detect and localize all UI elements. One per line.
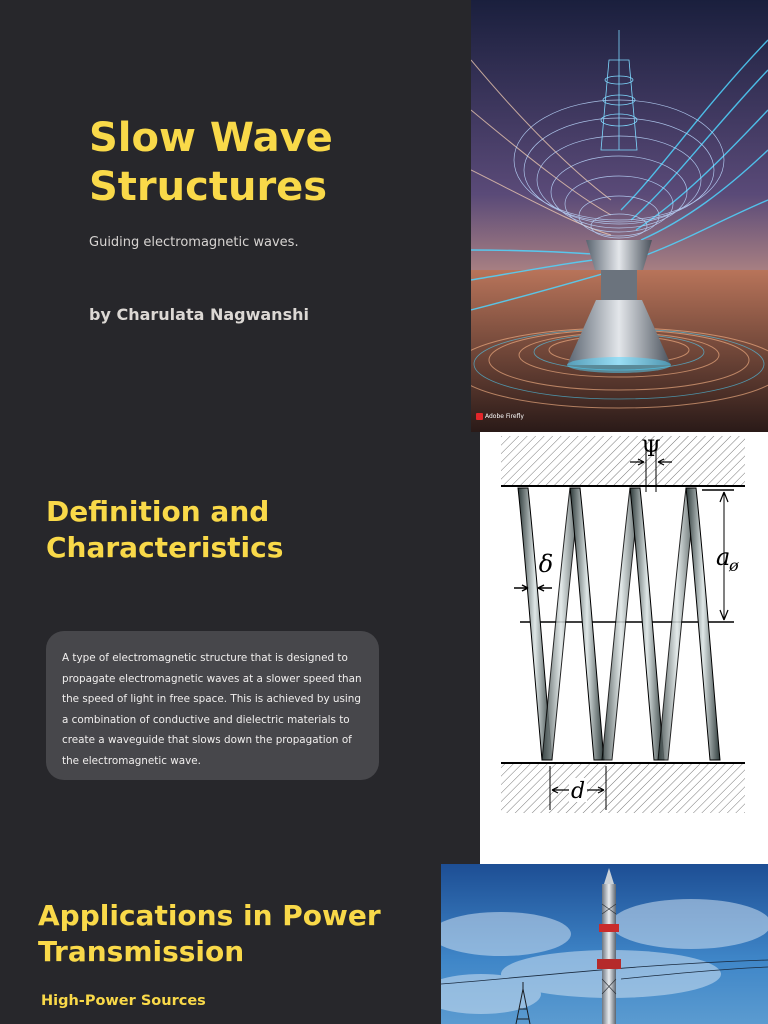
adobe-logo-icon: [476, 413, 483, 420]
definition-slide: Definition and Characteristics A type of…: [0, 432, 768, 864]
helix-wire: [517, 487, 721, 761]
image-credit-badge: Adobe Firefly: [476, 413, 524, 420]
d-label: d: [571, 779, 585, 804]
high-power-sources-subheading: High-Power Sources: [41, 993, 206, 1009]
bottom-plate: [501, 763, 745, 813]
definition-text: A type of electromagnetic structure that…: [62, 652, 362, 767]
presentation-title: Slow Wave Structures: [89, 115, 333, 210]
image-credit-text: Adobe Firefly: [485, 413, 524, 420]
definition-card: A type of electromagnetic structure that…: [46, 631, 379, 780]
title-slide: Slow Wave Structures Guiding electromagn…: [0, 0, 768, 432]
transmission-tower-photo: [441, 864, 768, 1024]
helix-diagram: Ψ δ a ø d: [501, 436, 745, 813]
a-label: a: [716, 543, 730, 571]
delta-label: δ: [539, 550, 553, 578]
top-plate: [501, 436, 745, 486]
helix-diagram-panel: Ψ δ a ø d: [480, 432, 768, 864]
author-line: by Charulata Nagwanshi: [89, 305, 309, 324]
psi-label: Ψ: [641, 437, 660, 462]
hero-illustration: [471, 0, 768, 432]
phi-subscript-label: ø: [728, 556, 739, 575]
applications-slide: Applications in Power Transmission High-…: [0, 864, 768, 1024]
definition-heading: Definition and Characteristics: [46, 495, 284, 564]
applications-heading: Applications in Power Transmission: [38, 899, 381, 968]
presentation-subtitle: Guiding electromagnetic waves.: [89, 235, 299, 250]
